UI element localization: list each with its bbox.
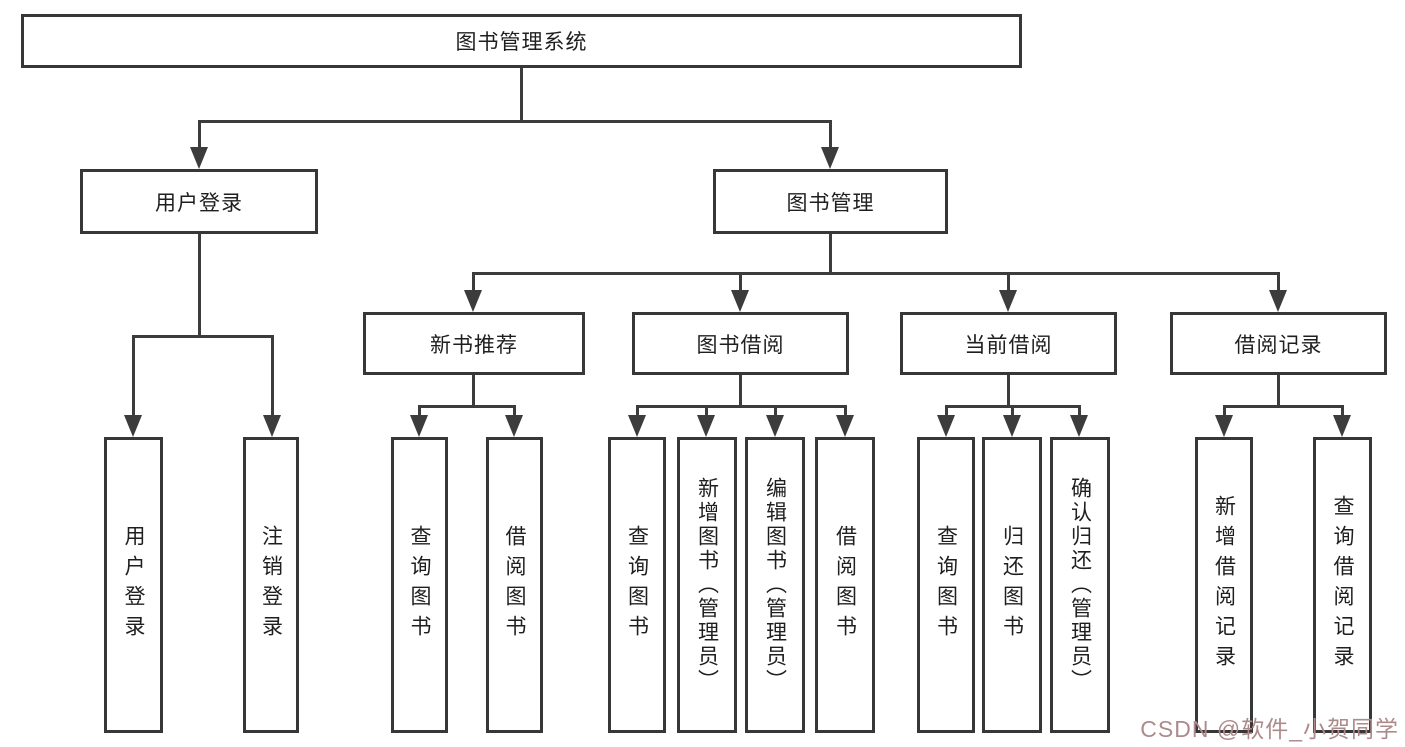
connector-line [520,68,523,121]
leaf-label: 编辑图书（管理员） [763,477,787,693]
connector-line [636,405,845,408]
connector-line [945,405,948,419]
leaf-edit-book-admin: 编辑图书（管理员） [745,437,805,733]
arrowhead-icon [937,415,955,437]
arrowhead-icon [731,290,749,312]
connector-line [418,405,421,419]
leaf-recommend-borrow-book: 借阅图书 [486,437,543,733]
arrowhead-icon [124,415,142,437]
watermark: CSDN @软件_小贺同学 [1140,716,1399,742]
leaf-logout: 注销登录 [243,437,299,733]
connector-line [1078,405,1081,419]
arrowhead-icon [1003,415,1021,437]
node-new-book-recommend: 新书推荐 [363,312,585,375]
arrowhead-icon [464,290,482,312]
connector-line [198,120,832,123]
arrowhead-icon [1333,415,1351,437]
arrowhead-icon [263,415,281,437]
connector-line [132,335,135,418]
connector-line [1011,405,1014,419]
connector-line [472,272,1279,275]
leaf-add-borrow-record: 新增借阅记录 [1195,437,1253,733]
node-current-borrow: 当前借阅 [900,312,1117,375]
arrowhead-icon [190,147,208,169]
node-root: 图书管理系统 [21,14,1022,68]
arrowhead-icon [999,290,1017,312]
leaf-borrow-book: 借阅图书 [815,437,875,733]
arrowhead-icon [628,415,646,437]
leaf-borrow-query-book: 查询图书 [608,437,666,733]
node-book-borrow: 图书借阅 [632,312,849,375]
connector-line [1223,405,1343,408]
leaf-label: 新增借阅记录 [1212,495,1236,675]
leaf-return-book: 归还图书 [982,437,1042,733]
leaf-confirm-return-admin: 确认归还（管理员） [1050,437,1110,733]
arrowhead-icon [1269,290,1287,312]
leaf-add-book-admin: 新增图书（管理员） [677,437,737,733]
connector-line [739,272,742,292]
leaf-recommend-query-book: 查询图书 [391,437,448,733]
arrowhead-icon [836,415,854,437]
arrowhead-icon [766,415,784,437]
connector-line [132,335,274,338]
connector-line [829,234,832,274]
connector-line [198,234,201,337]
connector-line [1277,375,1280,407]
leaf-label: 借阅图书 [503,525,526,645]
connector-line [1007,375,1010,407]
leaf-label: 查询图书 [934,525,958,645]
node-user-login: 用户登录 [80,169,318,234]
connector-line [739,375,742,407]
connector-line [1277,272,1280,292]
connector-line [774,405,777,419]
connector-line [1223,405,1226,419]
connector-line [844,405,847,419]
leaf-current-query-book: 查询图书 [917,437,975,733]
connector-line [829,120,832,150]
arrowhead-icon [1215,415,1233,437]
leaf-label: 查询借阅记录 [1331,495,1354,675]
leaf-label: 查询图书 [408,525,431,645]
leaf-label: 新增图书（管理员） [695,477,719,693]
leaf-label: 用户登录 [122,525,145,645]
arrowhead-icon [505,415,523,437]
node-book-management: 图书管理 [713,169,948,234]
connector-line [636,405,639,419]
leaf-label: 确认归还（管理员） [1068,477,1092,693]
connector-line [1007,272,1010,292]
arrowhead-icon [821,147,839,169]
connector-line [271,335,274,418]
leaf-query-borrow-record: 查询借阅记录 [1313,437,1372,733]
arrowhead-icon [697,415,715,437]
leaf-label: 注销登录 [259,525,283,645]
leaf-label: 查询图书 [625,525,649,645]
node-borrow-records: 借阅记录 [1170,312,1387,375]
arrowhead-icon [1070,415,1088,437]
connector-line [472,272,475,292]
connector-line [705,405,708,419]
leaf-label: 归还图书 [1000,525,1024,645]
connector-line [418,405,515,408]
leaf-user-login: 用户登录 [104,437,163,733]
connector-line [1341,405,1344,419]
connector-line [513,405,516,419]
leaf-label: 借阅图书 [833,525,857,645]
connector-line [472,375,475,407]
connector-line [198,120,201,150]
arrowhead-icon [410,415,428,437]
